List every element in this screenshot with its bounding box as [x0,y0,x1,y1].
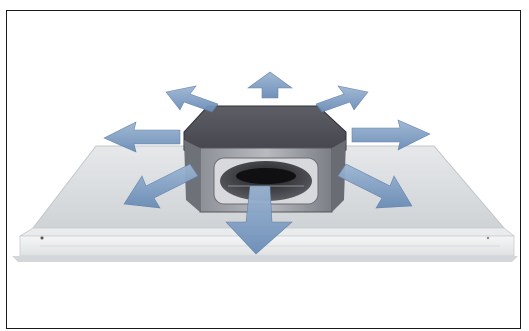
airflow-arrow-icon [225,185,293,255]
airflow-arrow-icon [247,71,293,99]
airflow-arrows [103,71,431,255]
airflow-arrow-icon [337,163,413,209]
airflow-arrow-icon [103,121,181,153]
airflow-arrow-icon [351,119,431,151]
fan-housing [183,105,347,213]
airflow-arrow-icon [315,85,369,113]
airflow-arrow-icon [165,85,219,113]
airflow-arrow-icon [123,163,199,209]
